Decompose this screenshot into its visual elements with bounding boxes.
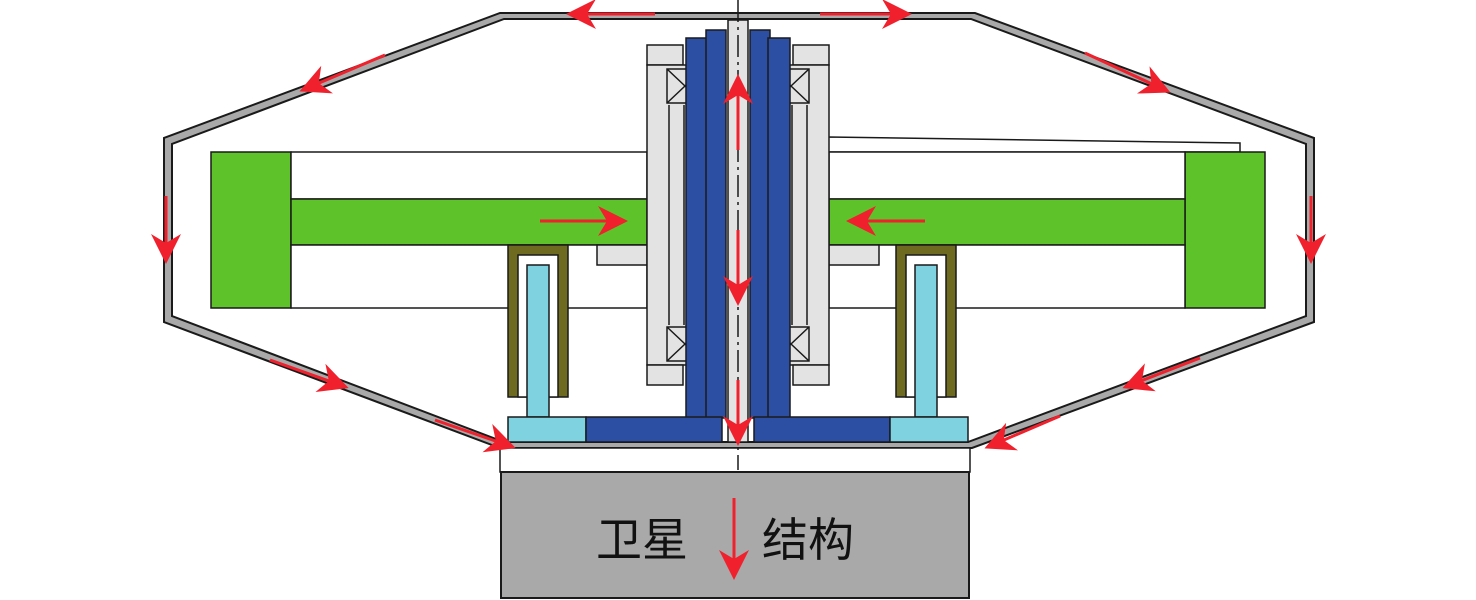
flux-arrow-upper-right-diagonal [1084, 51, 1171, 94]
rotor-right-web-lower [828, 244, 1186, 309]
flange-right-blue [753, 416, 891, 443]
bearing-cap-left-top [646, 44, 684, 66]
rotor-left [210, 151, 648, 309]
shaft-sleeve-right-outer [767, 37, 791, 419]
flux-arrow-lower-left-diagonal-2 [434, 418, 516, 453]
bearing-cap-left-bottom [646, 364, 684, 386]
bearing-cap-right-top [792, 44, 830, 66]
motor-left [507, 244, 569, 418]
rotor-right [828, 151, 1266, 309]
flux-arrows [151, 0, 1326, 580]
flux-arrow-lower-left-diagonal-1 [269, 358, 349, 393]
shaft-sleeve-left-outer [685, 37, 709, 419]
rotor-left-web-upper [290, 151, 648, 200]
central-shaft [685, 19, 791, 443]
flange-left-cyan [507, 416, 587, 443]
shaft-sleeve-left-inner [705, 29, 727, 419]
stator-left [526, 264, 550, 418]
base-flange [499, 416, 971, 473]
bearing-cap-right-bottom [792, 364, 830, 386]
satellite-label: 卫星 [596, 513, 688, 567]
stator-right [914, 264, 938, 418]
flux-arrow-lower-right-diagonal-1 [1122, 356, 1201, 392]
motor-right [895, 244, 957, 418]
rotor-right-rim [1184, 151, 1266, 309]
rotor-left-web-lower [290, 244, 648, 309]
shaft-sleeve-right-inner [749, 29, 771, 419]
flange-left-blue [585, 416, 723, 443]
flux-arrow-upper-left-diagonal [299, 53, 386, 94]
rotor-left-rim [210, 151, 292, 309]
mounting-plate [499, 447, 971, 473]
spacer-right [828, 244, 880, 266]
flange-right-cyan [889, 416, 969, 443]
spacer-left [596, 244, 648, 266]
flux-arrow-lower-right-diagonal-2 [984, 414, 1061, 451]
structure-label: 结构 [762, 513, 854, 567]
rotor-right-web-upper [828, 151, 1186, 200]
